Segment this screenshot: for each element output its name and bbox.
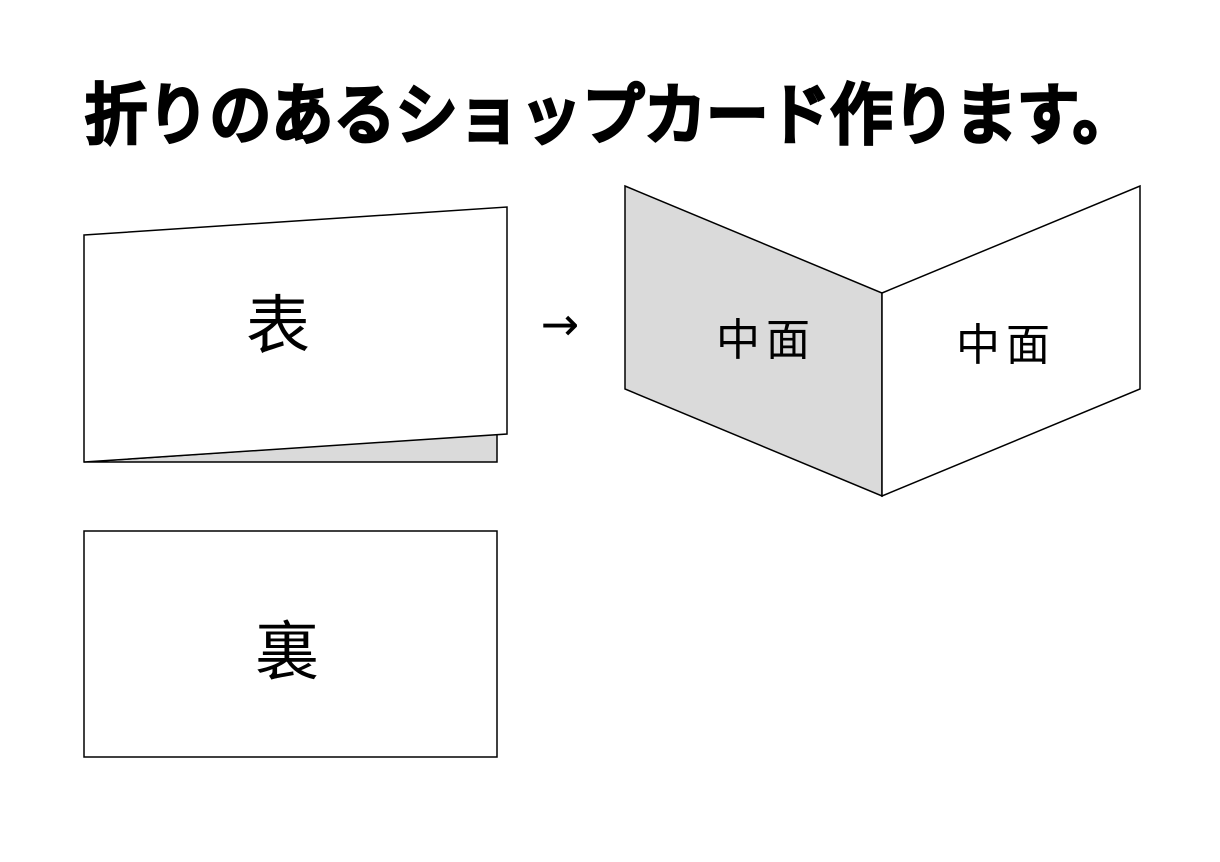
open-card: 中面 中面 [624,184,1141,498]
folded-card: 表 [83,206,508,463]
open-card-left-label: 中面 [716,315,816,366]
back-label: 裏 [255,616,319,690]
back-card: 裏 [83,530,498,758]
page-title: 折りのあるショップカード作ります。 [85,77,1135,154]
folded-card-front-panel [83,206,508,463]
front-label: 表 [246,290,310,364]
open-card-right-label: 中面 [956,320,1056,371]
open-card-right-panel [881,184,1141,498]
back-card-panel [83,530,498,758]
arrow-icon: → [541,297,580,351]
